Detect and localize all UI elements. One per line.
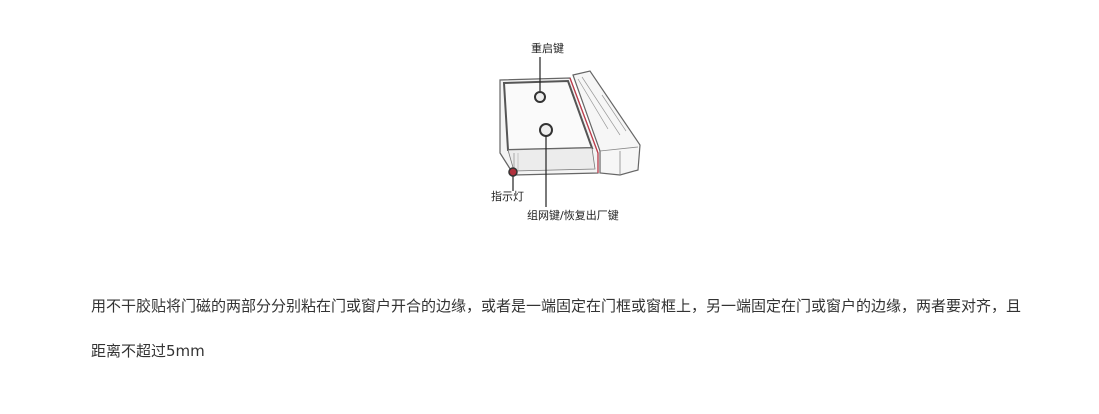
door-sensor-illustration	[499, 57, 641, 207]
sensor-magnet-part	[572, 70, 641, 176]
indicator-light-label: 指示灯	[491, 190, 524, 203]
network-reset-key-button	[539, 123, 553, 137]
door-sensor-diagram: 重启键 指示灯 组网键/恢复出厂键	[470, 35, 670, 235]
indicator-light	[508, 167, 518, 177]
network-reset-key-label: 组网键/恢复出厂键	[527, 209, 619, 222]
restart-key-button	[534, 91, 546, 103]
restart-key-label: 重启键	[531, 42, 564, 55]
sensor-main-body	[499, 77, 599, 176]
installation-instructions: 用不干胶贴将门磁的两部分分别粘在门或窗户开合的边缘，或者是一端固定在门框或窗框上…	[91, 297, 1022, 360]
